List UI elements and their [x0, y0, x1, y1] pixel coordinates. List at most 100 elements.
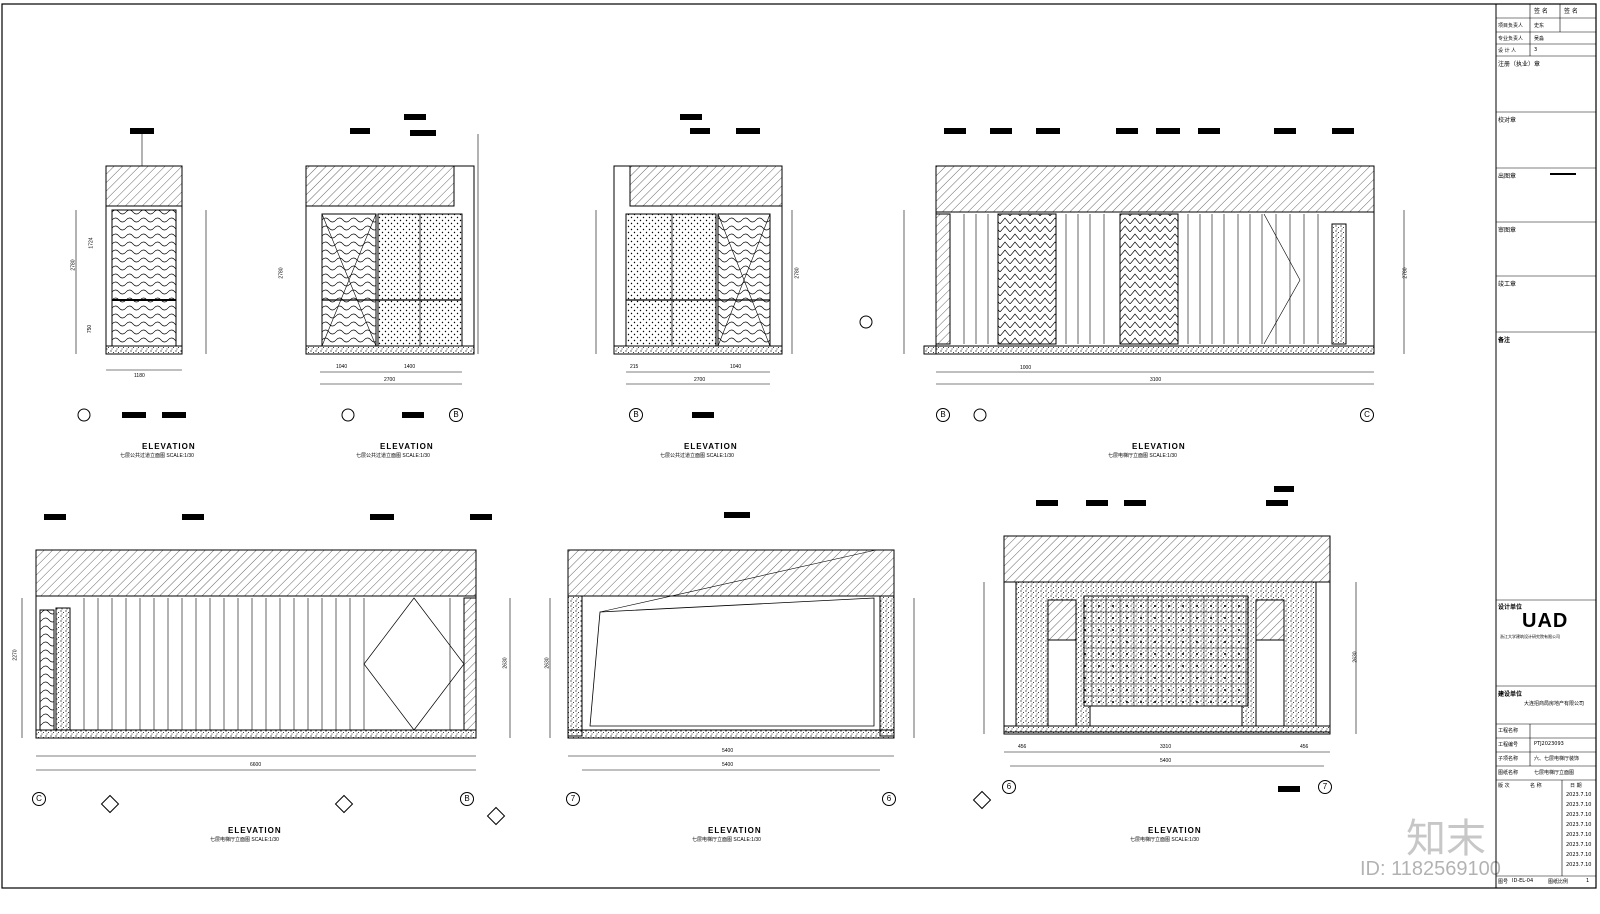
stamp-row-2: 出图章	[1498, 173, 1517, 180]
project-label: 工程名称	[1498, 728, 1519, 734]
elevation-4	[859, 128, 1405, 422]
axis-b-e3: B	[629, 408, 643, 422]
dim-e5-left: 2270	[12, 649, 19, 661]
dim-e5-height: 2630	[502, 657, 509, 669]
axis-c-e4: C	[1360, 408, 1374, 422]
dim-e4-height: 2780	[1402, 267, 1409, 279]
drawing-name-label: 图纸名称	[1498, 770, 1519, 776]
dim-e1-width: 1180	[134, 373, 145, 379]
elevation-2-heading: ELEVATION	[380, 442, 434, 451]
elevation-4-heading: ELEVATION	[1132, 442, 1186, 451]
dim-e6-total: 5400	[722, 762, 734, 768]
dim-e3-w0: 215	[630, 364, 639, 370]
axis-b-e5: B	[460, 792, 474, 806]
elevation-4-caption: 七层电梯厅立面图 SCALE:1/30	[1108, 453, 1177, 459]
axis-b-e2: B	[449, 408, 463, 422]
dim-e7-w4: 456	[1300, 744, 1309, 750]
design-unit-label: 设计单位	[1498, 604, 1523, 611]
dim-e4-total: 3100	[1150, 377, 1162, 383]
dim-e7-w2: 3310	[1160, 744, 1172, 750]
elevation-5-heading: ELEVATION	[228, 826, 282, 835]
elevation-6-caption: 七层电梯厅立面图 SCALE:1/30	[692, 837, 761, 843]
elevation-7-heading: ELEVATION	[1148, 826, 1202, 835]
logo-subtitle: 浙江大学建筑设计研究院有限公司	[1500, 634, 1560, 639]
sign-name-1: 史东	[1534, 23, 1545, 29]
dim-e7-total: 5400	[1160, 758, 1172, 764]
dim-e4-w0: 1000	[1020, 365, 1032, 371]
date-8: 2023.7.10	[1566, 862, 1592, 868]
stamp-row-3: 审图章	[1498, 227, 1517, 234]
elevation-6-heading: ELEVATION	[708, 826, 762, 835]
stamp-label: 注册（执业）章	[1498, 61, 1541, 68]
axis-6-e7: 6	[1002, 780, 1016, 794]
sign-header-2: 签 名	[1564, 8, 1578, 15]
axis-b-e4: B	[936, 408, 950, 422]
date-5: 2023.7.10	[1566, 832, 1592, 838]
sheet-frame	[1, 3, 1597, 889]
dim-e3-w3: 1040	[730, 364, 742, 370]
sign-role-2: 专业负责人	[1498, 36, 1524, 42]
dim-e3-height: 2780	[794, 267, 801, 279]
title-block	[1496, 4, 1596, 877]
sign-name-3: 3	[1534, 47, 1538, 53]
dim-e6-height: 2630	[544, 657, 551, 669]
client-label: 建设单位	[1498, 691, 1523, 698]
dim-e1-height: 2780	[70, 259, 77, 271]
axis-7-e7: 7	[1318, 780, 1332, 794]
client-name: 大连招商局房地产有限公司	[1524, 701, 1585, 707]
date-4: 2023.7.10	[1566, 822, 1592, 828]
dim-e2-total: 2700	[384, 377, 396, 383]
date-6: 2023.7.10	[1566, 842, 1592, 848]
sheet-no: ID-EL-04	[1512, 878, 1534, 884]
elevation-1-caption: 七层公共过道立面图 SCALE:1/30	[120, 453, 194, 459]
axis-6-e6: 6	[882, 792, 896, 806]
date-1: 2023.7.10	[1566, 792, 1592, 798]
axis-c-e5: C	[32, 792, 46, 806]
rev-header-1: 名 称	[1530, 783, 1542, 789]
rev-header-0: 版 次	[1498, 783, 1510, 789]
date-3: 2023.7.10	[1566, 812, 1592, 818]
dim-e1-lower: 750	[87, 324, 94, 334]
scale-label: 图纸比例	[1548, 879, 1569, 885]
project-no-label: 工程编号	[1498, 742, 1519, 748]
dim-e5-total: 6600	[250, 762, 262, 768]
dim-e3-total: 2700	[694, 377, 706, 383]
rev-header-2: 日 期	[1570, 783, 1582, 789]
elevation-1	[75, 128, 207, 422]
elevation-5-caption: 七层电梯厅立面图 SCALE:1/30	[210, 837, 279, 843]
dim-e7-w0: 456	[1018, 744, 1027, 750]
subitem-label: 子项名称	[1498, 756, 1519, 762]
sign-name-2: 吴淼	[1534, 36, 1545, 42]
project-no: PTJ2023093	[1534, 741, 1564, 747]
dim-e6-width: 5400	[722, 748, 734, 754]
stamp-row-1: 校对章	[1498, 117, 1517, 124]
watermark-id: ID: 1182569100	[1360, 858, 1501, 880]
dim-e1-upper: 1724	[88, 237, 95, 249]
elevation-2-caption: 七层公共过道立面图 SCALE:1/30	[356, 453, 430, 459]
sheet-no-label: 图号	[1498, 879, 1509, 885]
elevation-3	[595, 114, 793, 418]
stamp-row-4: 竣工章	[1498, 281, 1517, 288]
dim-e7-height: 2630	[1352, 651, 1359, 663]
dim-e2-w2: 1400	[404, 364, 416, 370]
page-number: 1	[1586, 878, 1590, 884]
dim-e2-height: 2780	[278, 267, 285, 279]
elevation-7	[972, 486, 1357, 810]
axis-7-e6: 7	[566, 792, 580, 806]
date-2: 2023.7.10	[1566, 802, 1592, 808]
elevation-3-caption: 七层公共过道立面图 SCALE:1/30	[660, 453, 734, 459]
watermark-brand: 知末	[1406, 816, 1486, 862]
drawing-name: 七层电梯厅立面图	[1534, 770, 1575, 776]
elevation-3-heading: ELEVATION	[684, 442, 738, 451]
sign-role-1: 项目负责人	[1498, 23, 1524, 29]
uad-logo: UAD	[1522, 610, 1569, 632]
elevation-6	[549, 512, 915, 771]
dim-e2-w0: 1040	[336, 364, 348, 370]
elevation-7-caption: 七层电梯厅立面图 SCALE:1/30	[1130, 837, 1199, 843]
subitem: 六、七层电梯厅装饰	[1534, 756, 1580, 762]
notes-label: 备注	[1498, 337, 1511, 344]
elevation-2	[305, 114, 479, 422]
sign-role-3: 设 计 人	[1498, 48, 1517, 54]
